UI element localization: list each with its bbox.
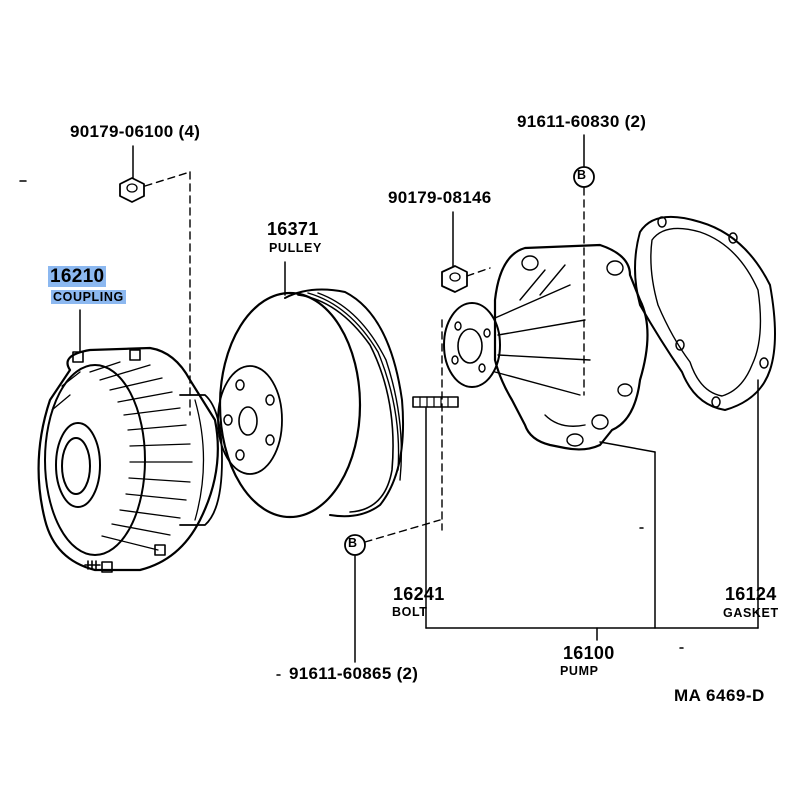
marker-b-upper: B [577,168,587,182]
alignment-dashes [144,171,585,543]
gasket-part-name: GASKET [723,606,779,620]
coupling-part-name-highlight: COUPLING [51,290,126,304]
gasket-part-number: 16124 [725,584,777,604]
marker-b-lower: B [348,536,358,550]
pump-drawing [443,243,649,451]
gasket-drawing [634,215,776,411]
coupling-part-number-highlight: 16210 [48,266,107,287]
bolt-markers [344,166,595,556]
pump-part-number: 16100 [563,643,615,663]
pump-part-name: PUMP [560,664,599,678]
figure-reference: MA 6469-D [674,686,765,705]
pulley-part-number: 16371 [267,219,319,239]
bolt-part-name: BOLT [392,605,428,619]
nut-coupling-label: 90179-06100 (4) [70,122,201,141]
bolt-part-number: 16241 [393,584,445,604]
stray-marks [19,180,684,676]
fasteners-drawing [119,177,468,408]
coupling-drawing [37,346,223,573]
pulley-drawing [217,288,405,519]
nut-pump-label: 90179-08146 [388,188,492,207]
leader-lines [79,134,759,663]
stud-upper-label: 91611-60830 (2) [517,112,647,131]
coupling-part-number: 16210 [48,266,107,288]
stud-lower-label: 91611-60865 (2) [289,664,419,683]
coupling-part-name: COUPLING [51,290,126,304]
pulley-part-name: PULLEY [269,241,322,255]
